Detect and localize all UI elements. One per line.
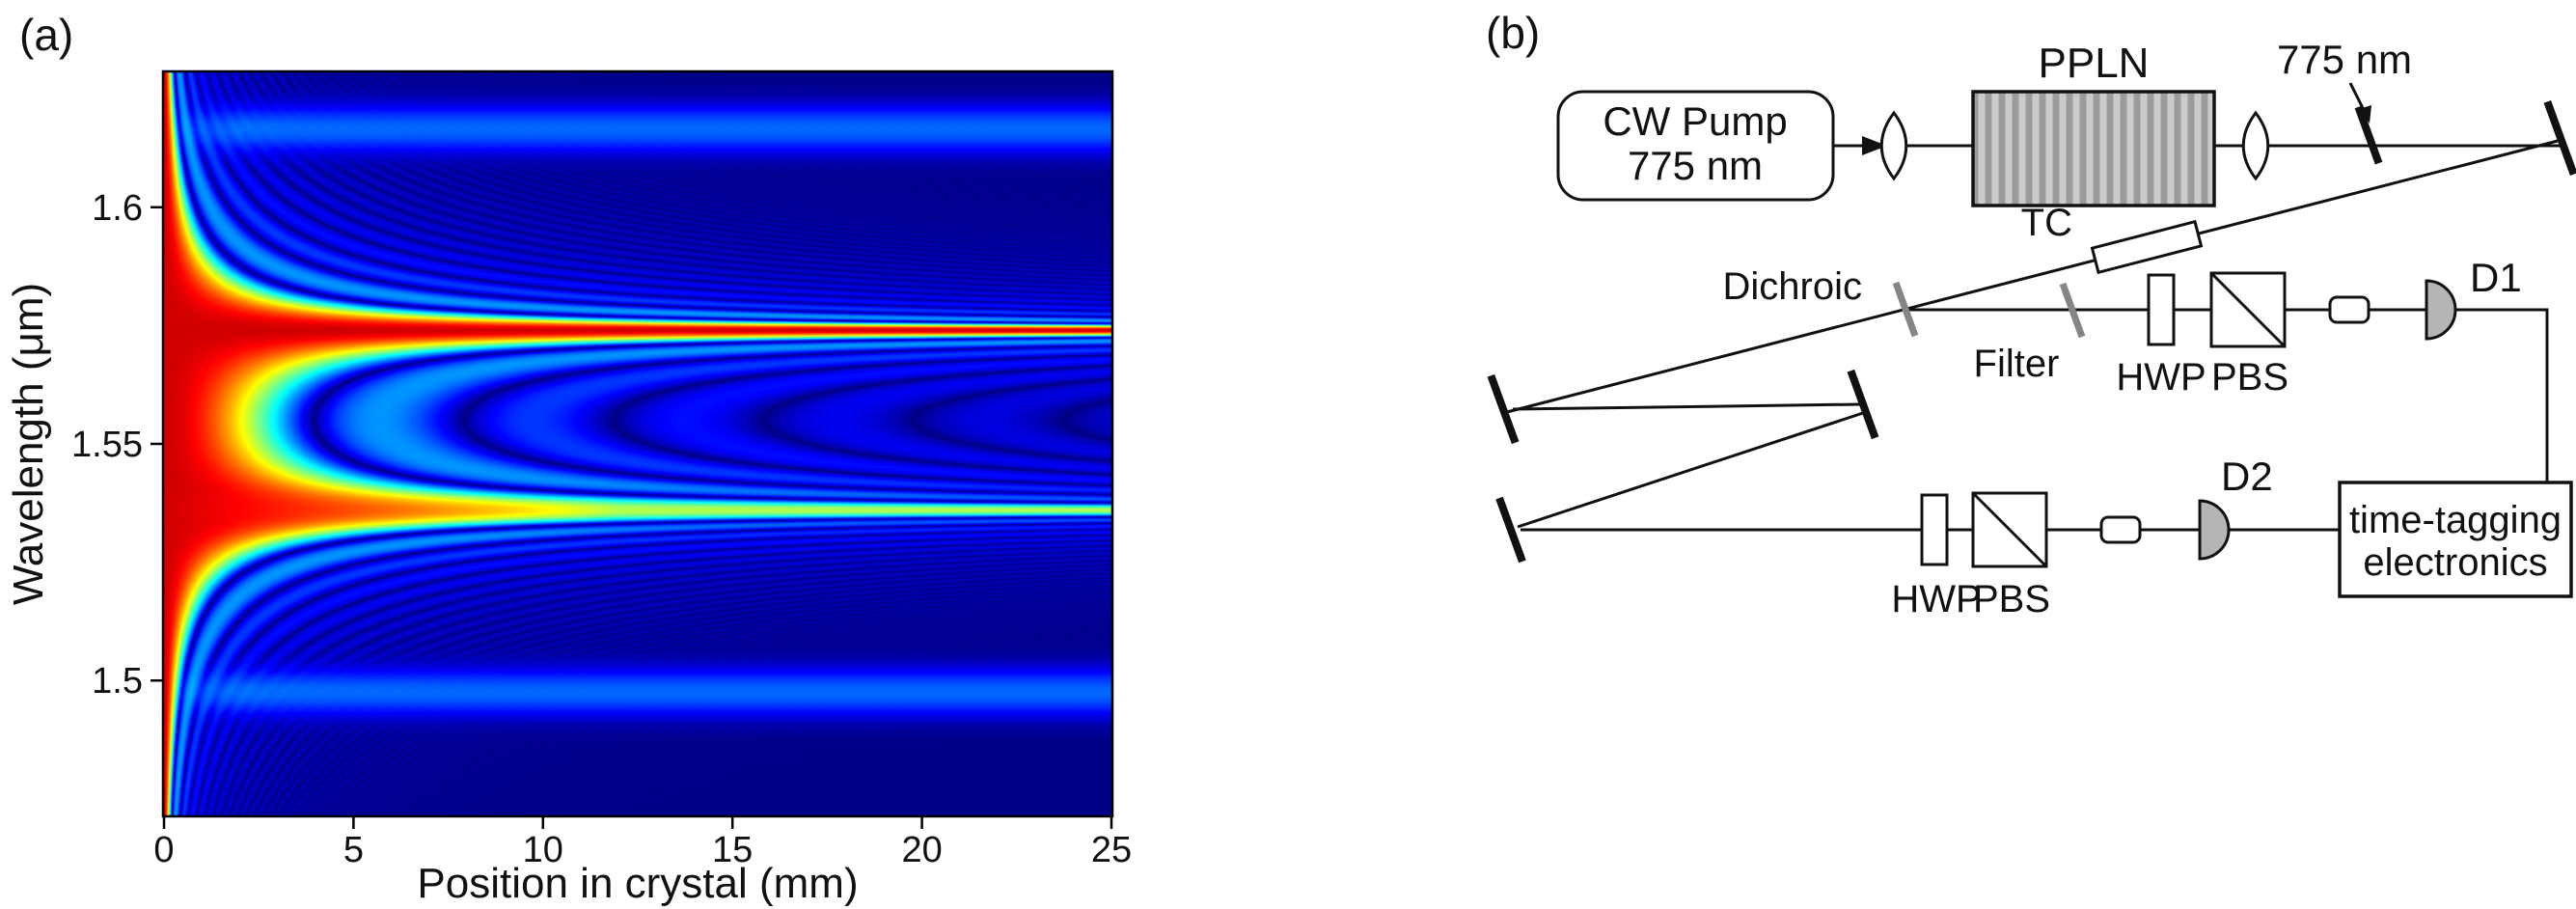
lens2-icon bbox=[2241, 110, 2270, 181]
setup-svg: (b) CW Pump 775 nm PPLN bbox=[1486, 8, 2576, 620]
detector-d1-icon bbox=[2425, 279, 2457, 341]
x-tick-label: 20 bbox=[901, 830, 942, 870]
ttbox-line1: time-tagging bbox=[2349, 499, 2562, 541]
y-tick-label: 1.6 bbox=[92, 188, 143, 229]
pickoff-arrow-line bbox=[2348, 82, 2366, 111]
x-axis-title: Position in crystal (mm) bbox=[417, 860, 858, 907]
y-tick-label: 1.55 bbox=[71, 425, 143, 465]
tc-label: TC bbox=[2021, 202, 2072, 244]
steering-mirror-a-icon bbox=[1487, 373, 1520, 445]
y-axis-tick-labels: 1.5 1.55 1.6 bbox=[71, 188, 143, 702]
main-diagonal-beam bbox=[1506, 139, 2559, 414]
fiber-coupler2-icon bbox=[2099, 515, 2142, 544]
x-tick-label: 5 bbox=[343, 830, 364, 870]
tc-crystal bbox=[2090, 219, 2204, 275]
top-right-mirror-icon bbox=[2543, 100, 2576, 176]
delay-diagonal-beam bbox=[1517, 411, 1864, 529]
detector-d2-icon bbox=[2198, 499, 2231, 561]
x-tick-label: 10 bbox=[523, 830, 563, 870]
panel-a-label: (a) bbox=[19, 10, 73, 60]
pbs2-label: PBS bbox=[1973, 578, 2050, 620]
pickoff-mirror-icon bbox=[2354, 105, 2383, 165]
y-axis-title: Wavelength (μm) bbox=[5, 283, 52, 605]
time-tagging-box bbox=[2338, 481, 2573, 598]
panel-a-heatmap-plot: (a) 0 5 10 15 20 25 1.5 1.55 1.6 Position in cr… bbox=[5, 10, 1132, 907]
d1-signal-wire bbox=[2455, 308, 2549, 482]
ppln-label: PPLN bbox=[2039, 40, 2150, 87]
y-tick-label: 1.5 bbox=[92, 661, 143, 702]
cw-pump-box bbox=[1556, 90, 1835, 202]
hwp2-label: HWP bbox=[1891, 578, 1981, 620]
dichroic-mirror-icon bbox=[1892, 281, 1919, 338]
cw-pump-line1: CW Pump bbox=[1603, 98, 1787, 144]
pbs2-diagonal bbox=[1971, 491, 2048, 568]
hwp1-waveplate bbox=[2147, 273, 2176, 346]
x-axis-ticks bbox=[162, 815, 1113, 829]
fiber-coupler1-icon bbox=[2328, 295, 2370, 324]
d2-label: D2 bbox=[2221, 454, 2273, 499]
x-tick-label: 0 bbox=[153, 830, 174, 870]
heatmap-canvas bbox=[164, 72, 1111, 815]
x-tick-label: 15 bbox=[712, 830, 753, 870]
panel-b-setup-diagram: (b) CW Pump 775 nm PPLN bbox=[1428, 0, 2576, 909]
pump-beam-arrowhead bbox=[1862, 136, 1887, 155]
pbs1-diagonal bbox=[2209, 271, 2287, 348]
x-tick-label: 25 bbox=[1091, 830, 1132, 870]
panel-b-label: (b) bbox=[1486, 8, 1540, 58]
filter-icon bbox=[2059, 282, 2086, 339]
x-axis-tick-labels: 0 5 10 15 20 25 bbox=[153, 830, 1132, 870]
pickoff-label: 775 nm bbox=[2277, 37, 2412, 82]
steering-mirror-c-icon bbox=[1495, 496, 1526, 564]
hwp2-waveplate bbox=[1920, 493, 1949, 566]
ppln-crystal bbox=[1971, 90, 2216, 207]
y-axis-ticks bbox=[151, 206, 164, 682]
cw-pump-line2: 775 nm bbox=[1628, 143, 1763, 188]
dichroic-label: Dichroic bbox=[1723, 265, 1862, 308]
delay-horizontal-beam bbox=[1512, 402, 1861, 411]
d1-label: D1 bbox=[2470, 255, 2522, 300]
filter-label: Filter bbox=[1974, 343, 2060, 385]
pbs1-label: PBS bbox=[2211, 356, 2288, 399]
lens1-icon bbox=[1879, 110, 1908, 181]
ttbox-line2: electronics bbox=[2363, 541, 2547, 584]
steering-mirror-b-icon bbox=[1847, 369, 1879, 440]
hwp1-label: HWP bbox=[2116, 356, 2206, 399]
